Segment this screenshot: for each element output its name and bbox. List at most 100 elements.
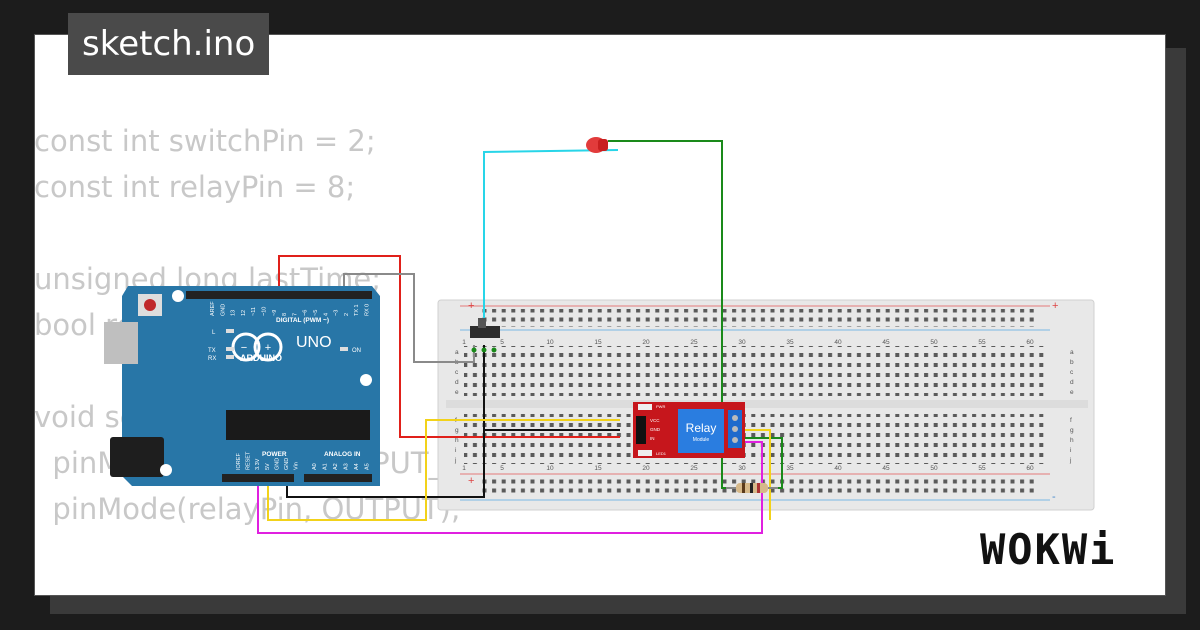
row-letter: j (1069, 457, 1071, 464)
svg-text:−: − (241, 342, 247, 354)
wire-gray (343, 273, 475, 363)
digital-pin-label: 2 (344, 313, 350, 316)
atmega-chip (226, 410, 370, 440)
power-label: POWER (262, 451, 287, 458)
power-pin-label: GND (284, 458, 290, 470)
column-number: 35 (786, 339, 794, 346)
column-number: 10 (546, 465, 554, 472)
digital-pin-label: ~9 (272, 310, 278, 316)
resistor[interactable] (726, 483, 778, 493)
digital-pin-label: 13 (231, 310, 237, 316)
rail-plus-label: + (468, 300, 474, 312)
wire-red (278, 255, 620, 438)
analog-pin-label: A2 (333, 463, 339, 470)
digital-header (186, 291, 372, 299)
column-number: 1 (462, 465, 466, 472)
relay-title: Relay (686, 421, 717, 435)
column-number: 1 (462, 339, 466, 346)
wires (257, 140, 783, 534)
analog-pin-label: A0 (312, 463, 318, 470)
column-number: 45 (882, 339, 890, 346)
board-model: UNO (296, 334, 332, 351)
arduino-uno[interactable]: − + UNO ARDUINO DIGITAL (PWM ~) ANALOG I… (104, 286, 380, 486)
power-header (222, 474, 294, 482)
analog-pin-label: A1 (323, 463, 329, 470)
relay-module[interactable]: Relay Module PWR LED1 VCC GND IN (633, 402, 745, 458)
reset-button[interactable] (144, 299, 156, 311)
rail-plus-label-bottom: + (468, 475, 474, 487)
power-pin-label: IOREF (236, 453, 242, 470)
row-letter: e (1070, 389, 1074, 396)
digital-pin-label: RX 0 (365, 304, 371, 316)
analog-label: ANALOG IN (324, 451, 361, 458)
digital-label: DIGITAL (PWM ~) (276, 317, 329, 324)
analog-pin-label: A5 (365, 463, 371, 470)
rx-label: RX (208, 356, 216, 362)
column-number: 40 (834, 339, 842, 346)
column-number: 55 (978, 339, 986, 346)
relay-pin-in: IN (650, 436, 655, 441)
column-number: 30 (738, 339, 746, 346)
row-letter: b (1070, 359, 1074, 366)
column-number: 45 (882, 465, 890, 472)
row-letter: e (455, 389, 459, 396)
analog-header (304, 474, 372, 482)
column-number: 15 (594, 339, 602, 346)
column-number: 25 (690, 465, 698, 472)
board-brand: ARDUINO (240, 353, 282, 363)
tx-label: TX (208, 348, 216, 354)
column-number: 15 (594, 465, 602, 472)
row-letter: d (455, 379, 459, 386)
column-number: 40 (834, 465, 842, 472)
row-letter: a (455, 349, 459, 356)
power-pin-label: 3.3V (255, 458, 261, 470)
wokwi-logo: WOKWi (980, 525, 1117, 574)
column-number: 20 (642, 339, 650, 346)
digital-pin-label: 12 (241, 310, 247, 316)
column-number: 30 (738, 465, 746, 472)
column-number: 20 (642, 465, 650, 472)
digital-pin-label: ~3 (334, 310, 340, 316)
power-pin-label: GND (274, 458, 280, 470)
column-number: 5 (500, 465, 504, 472)
digital-pin-label: ~5 (313, 310, 319, 316)
l-label: L (212, 330, 216, 336)
row-letter: c (1070, 369, 1074, 376)
column-number: 25 (690, 339, 698, 346)
digital-pin-label: ~11 (251, 307, 257, 316)
slide-switch[interactable] (470, 318, 500, 353)
rail-minus-label: - (1052, 491, 1056, 503)
column-number: 10 (546, 339, 554, 346)
sketch-title: sketch.ino (68, 13, 270, 75)
on-label: ON (352, 348, 361, 354)
digital-pin-label: 4 (323, 313, 329, 316)
rail-plus-label-right: + (1052, 300, 1058, 312)
row-letter: f (1070, 417, 1072, 424)
digital-pin-label: ~6 (303, 310, 309, 316)
digital-pin-label: 7 (292, 313, 298, 316)
column-number: 60 (1026, 339, 1034, 346)
red-led[interactable] (586, 137, 608, 153)
row-letter: g (1070, 427, 1074, 434)
column-number: 35 (786, 465, 794, 472)
wire-yellow-relay (740, 429, 771, 520)
column-number: 50 (930, 339, 938, 346)
analog-pin-label: A4 (354, 463, 360, 470)
wire-cyan (483, 149, 619, 318)
analog-pin-label: A3 (344, 463, 350, 470)
row-letter: d (1070, 379, 1074, 386)
row-letter: i (1070, 447, 1071, 454)
power-pin-label: Vin (294, 462, 300, 470)
row-letter: a (1070, 349, 1074, 356)
relay-pin-vcc: VCC (650, 418, 660, 423)
row-letter: h (455, 437, 459, 444)
code-line: const int switchPin = 2; (34, 124, 376, 158)
column-number: 55 (978, 465, 986, 472)
digital-pin-label: ~10 (262, 307, 268, 316)
